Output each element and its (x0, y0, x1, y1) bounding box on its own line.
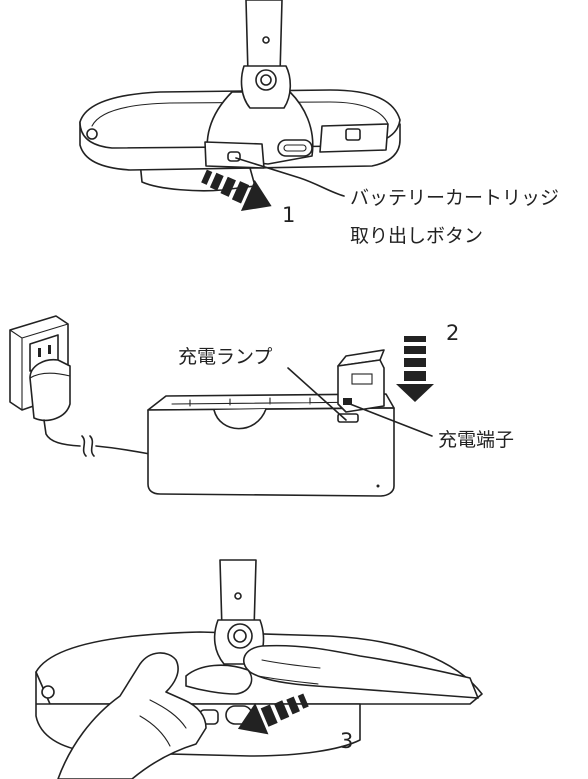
left-knob-3 (41, 685, 55, 699)
step2-panel: 2 充電ランプ 充電端子 (9, 315, 514, 497)
battery-window (351, 373, 373, 385)
leader-line-lamp (287, 367, 347, 421)
ac-adapter (29, 358, 71, 422)
right-hand-fingers (257, 659, 321, 685)
left-hand-fingers (139, 699, 187, 747)
charging-terminal (343, 398, 352, 405)
step3-panel: 3 (35, 559, 483, 779)
step1-panel: 1 バッテリーカートリッジ 取り出しボタン (79, 0, 559, 247)
arrow-1-icon (201, 169, 272, 212)
socket-slot-right (48, 345, 51, 354)
release-button-label: 取り出しボタン (350, 225, 483, 247)
center-button-inner (283, 144, 307, 152)
arrow-3-icon (237, 693, 309, 735)
charging-lamp (337, 413, 359, 423)
pole-hole (262, 36, 270, 44)
cord-break-mark (81, 435, 95, 457)
charging-dock-front (147, 407, 395, 497)
leader-line-release-button (235, 157, 345, 197)
charging-lamp-label: 充電ランプ (178, 346, 272, 368)
right-small-button (345, 128, 361, 141)
step3-number: 3 (340, 729, 353, 753)
battery-release-button (227, 151, 241, 162)
pole-hole-3 (234, 592, 242, 600)
charging-terminal-label: 充電端子 (438, 429, 514, 451)
battery-cartridge-label: バッテリーカートリッジ (350, 187, 559, 209)
power-cord-end (95, 445, 151, 455)
mop-base-top-edge (91, 101, 389, 127)
power-cord (43, 419, 81, 447)
step2-number: 2 (446, 321, 459, 345)
dock-inner-rim (171, 397, 381, 407)
ac-adapter-edge (29, 372, 71, 379)
joint-pivot-inner (260, 74, 272, 86)
step1-number: 1 (282, 203, 295, 227)
center-button (277, 139, 313, 157)
socket-slot-left (38, 348, 41, 357)
left-knob (86, 128, 98, 140)
wall-plate-edge (9, 323, 69, 411)
right-hand (242, 644, 479, 699)
joint-pivot-inner-3 (233, 629, 247, 643)
dock-notch (213, 408, 267, 430)
left-hand (57, 652, 207, 779)
arrow-2-icon (396, 336, 434, 402)
right-hand-thumb (185, 664, 253, 695)
leader-line-terminal (349, 403, 433, 437)
dock-foot-mark (376, 484, 380, 488)
